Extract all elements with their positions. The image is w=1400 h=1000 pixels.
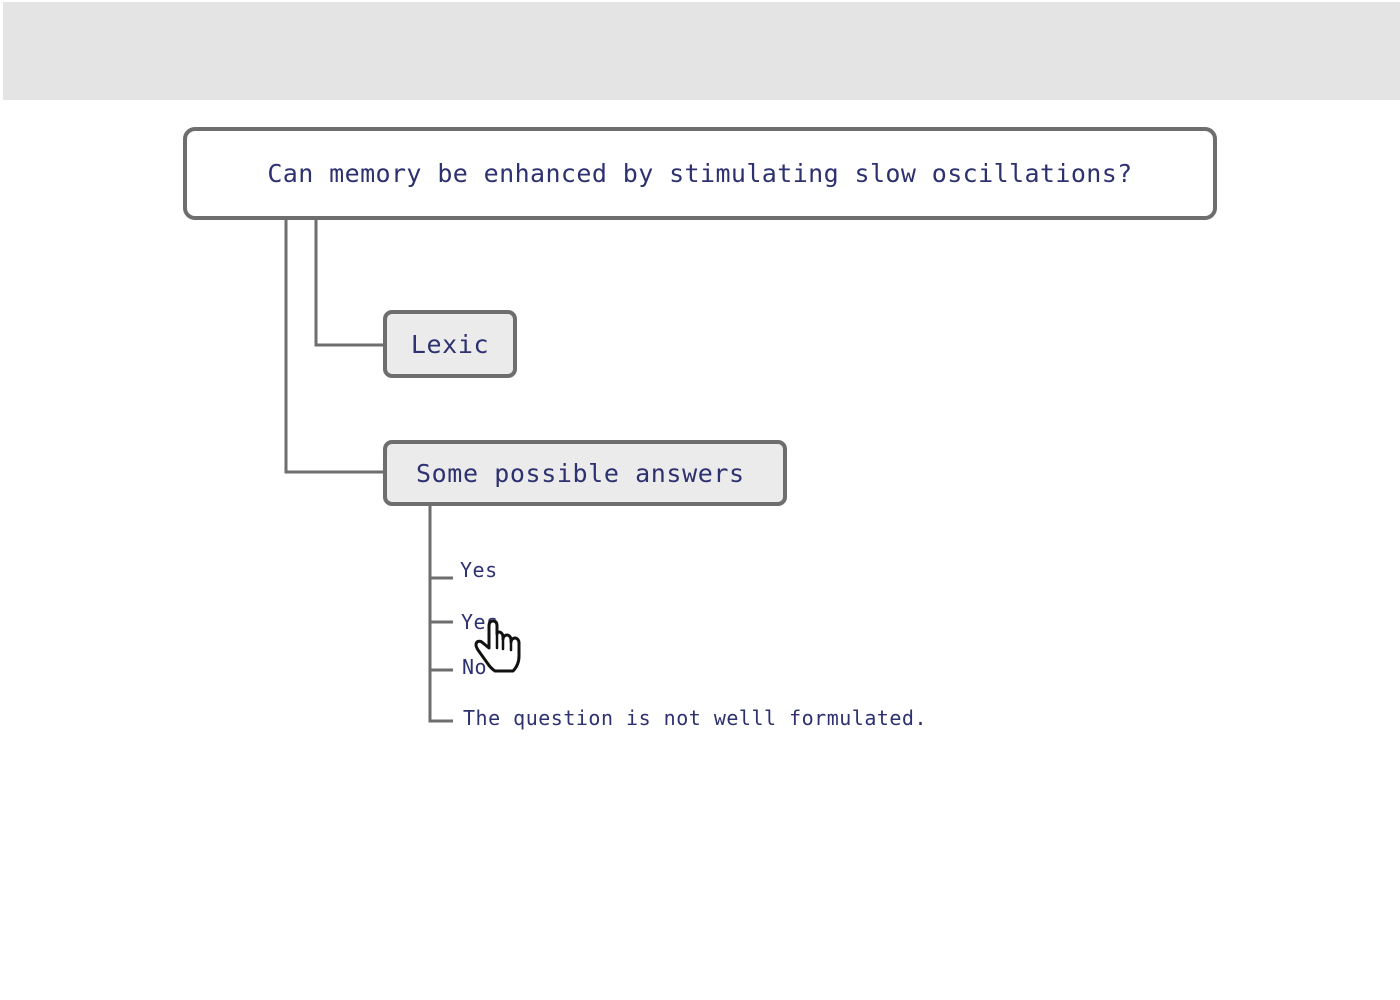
question-text: Can memory be enhanced by stimulating sl… — [267, 159, 1133, 188]
question-node[interactable]: Can memory be enhanced by stimulating sl… — [183, 127, 1217, 220]
connector-answers-trunk — [428, 504, 453, 723]
answers-header-label: Some possible answers — [416, 458, 745, 488]
connector-question-to-lexic — [314, 218, 385, 347]
answer-item-2[interactable]: Yes — [461, 610, 499, 634]
answer-item-1[interactable]: Yes — [460, 558, 498, 582]
answer-item-3[interactable]: No — [462, 655, 488, 679]
answers-node[interactable]: Some possible answers — [383, 440, 787, 506]
lexic-node[interactable]: Lexic — [383, 310, 517, 378]
lexic-label: Lexic — [410, 329, 490, 359]
top-bar — [3, 2, 1400, 100]
connector-question-to-answers — [284, 218, 385, 474]
answer-item-4[interactable]: The question is not welll formulated. — [463, 706, 928, 730]
